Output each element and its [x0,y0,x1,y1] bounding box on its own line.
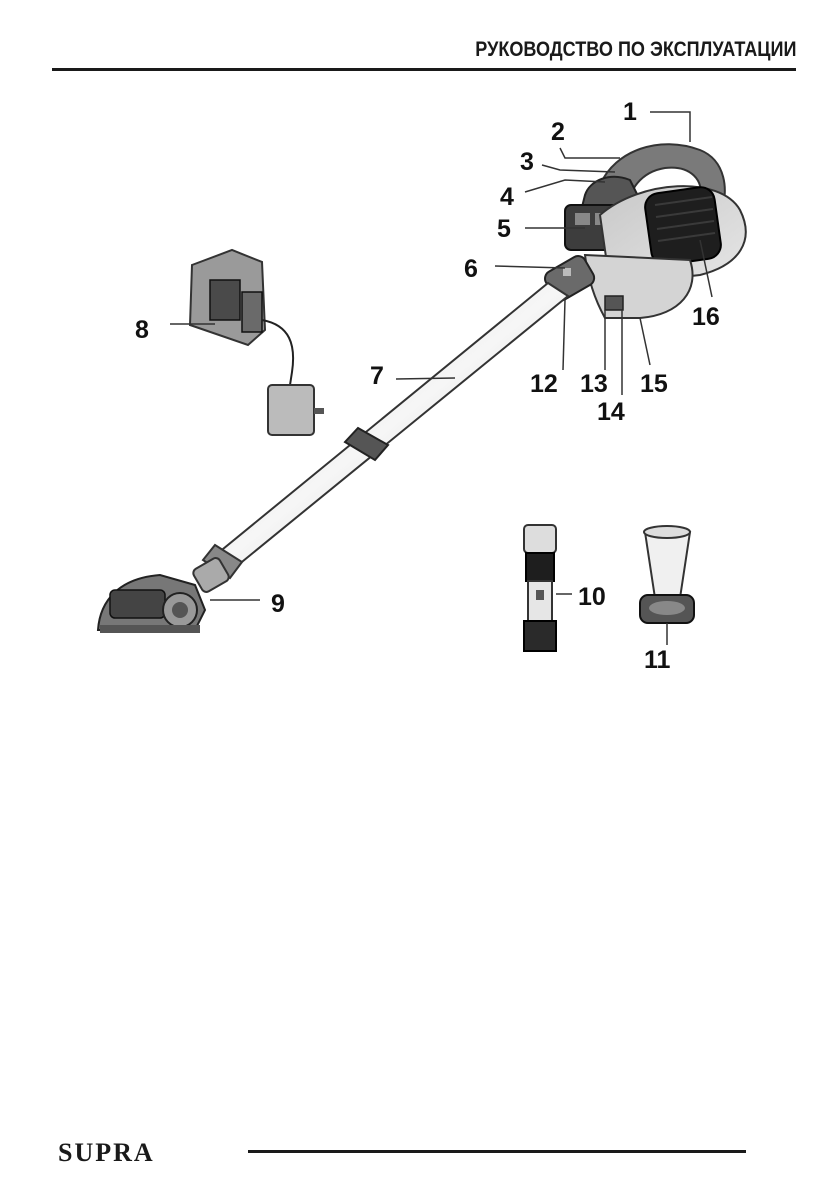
hepa-filter [639,525,695,624]
leader-lines [170,111,713,645]
callout-5: 5 [497,215,511,243]
callout-8: 8 [135,316,149,344]
tube-joint [343,426,390,462]
page-footer: SUPRA [0,1130,839,1170]
header-rule [52,68,796,71]
callout-1: 1 [623,98,637,126]
callout-4: 4 [500,183,514,211]
callout-14: 14 [597,398,625,426]
callout-3: 3 [520,148,534,176]
callout-7: 7 [370,362,384,390]
charging-dock [188,248,324,436]
callout-12: 12 [530,370,558,398]
footer-rule [248,1150,746,1153]
page-title: РУКОВОДСТВО ПО ЭКСПЛУАТАЦИИ [474,38,796,61]
callout-13: 13 [580,370,608,398]
callout-9: 9 [271,590,285,618]
callout-16: 16 [692,303,720,331]
extension-tube [192,281,570,593]
callout-15: 15 [640,370,668,398]
lower-housing [583,253,694,319]
crevice-tool [523,524,557,652]
callout-10: 10 [578,583,606,611]
vacuum-body [544,143,747,319]
callout-11: 11 [644,646,671,674]
vacuum-cleaner-diagram: 1 2 3 4 5 6 7 8 9 10 11 12 13 14 15 16 [96,98,747,674]
floor-brush [96,573,207,633]
power-adapter [267,384,315,436]
callout-2: 2 [551,118,565,146]
callout-6: 6 [464,255,478,283]
lower-collar [201,543,244,580]
brand-logo: SUPRA [58,1138,155,1167]
page-header: РУКОВОДСТВО ПО ЭКСПЛУАТАЦИИ [52,38,796,74]
